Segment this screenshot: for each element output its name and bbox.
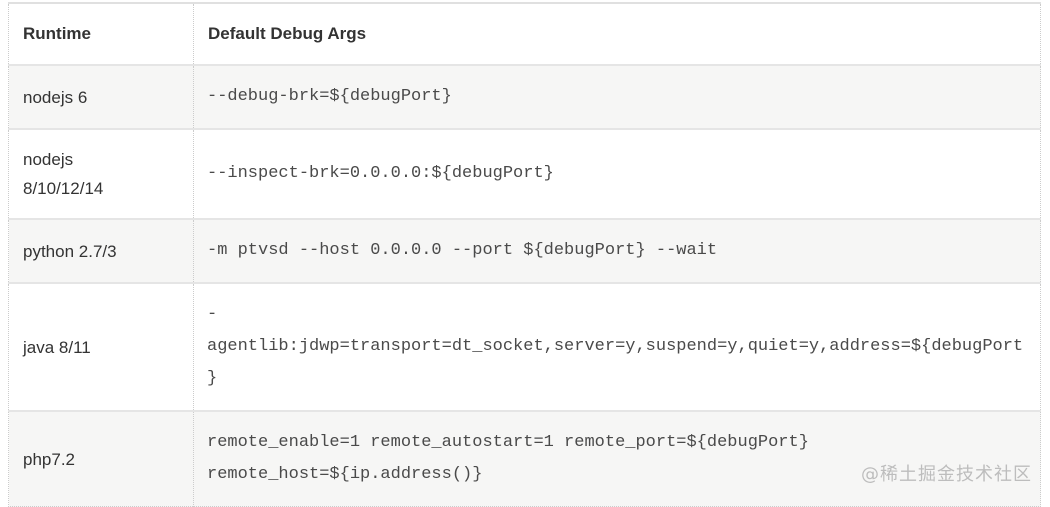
runtime-cell: php7.2: [8, 410, 194, 507]
table-row-nodejs8-14: nodejs 8/10/12/14 --inspect-brk=0.0.0.0:…: [8, 128, 1041, 219]
runtime-debug-table-container: Runtime Default Debug Args nodejs 6 --de…: [8, 2, 1041, 507]
runtime-cell: nodejs 8/10/12/14: [8, 128, 194, 219]
table-header: Runtime Default Debug Args: [8, 3, 1041, 65]
runtime-debug-args-table: Runtime Default Debug Args nodejs 6 --de…: [8, 2, 1041, 507]
table-row-php: php7.2 remote_enable=1 remote_autostart=…: [8, 410, 1041, 507]
table-body: nodejs 6 --debug-brk=${debugPort} nodejs…: [8, 64, 1041, 507]
column-header-runtime: Runtime: [8, 3, 194, 65]
table-row-nodejs6: nodejs 6 --debug-brk=${debugPort}: [8, 64, 1041, 129]
debug-args-cell: -agentlib:jdwp=transport=dt_socket,serve…: [193, 282, 1041, 411]
table-header-row: Runtime Default Debug Args: [8, 3, 1041, 65]
table-row-python: python 2.7/3 -m ptvsd --host 0.0.0.0 --p…: [8, 218, 1041, 283]
debug-args-cell: -m ptvsd --host 0.0.0.0 --port ${debugPo…: [193, 218, 1041, 283]
runtime-cell: python 2.7/3: [8, 218, 194, 283]
column-header-default-debug-args: Default Debug Args: [193, 3, 1041, 65]
table-row-java: java 8/11 -agentlib:jdwp=transport=dt_so…: [8, 282, 1041, 411]
debug-args-cell: --inspect-brk=0.0.0.0:${debugPort}: [193, 128, 1041, 219]
juejin-watermark: @稀土掘金技术社区: [861, 464, 1032, 485]
debug-args-cell: --debug-brk=${debugPort}: [193, 64, 1041, 129]
runtime-cell: nodejs 6: [8, 64, 194, 129]
runtime-cell: java 8/11: [8, 282, 194, 411]
debug-args-cell: remote_enable=1 remote_autostart=1 remot…: [193, 410, 1041, 507]
